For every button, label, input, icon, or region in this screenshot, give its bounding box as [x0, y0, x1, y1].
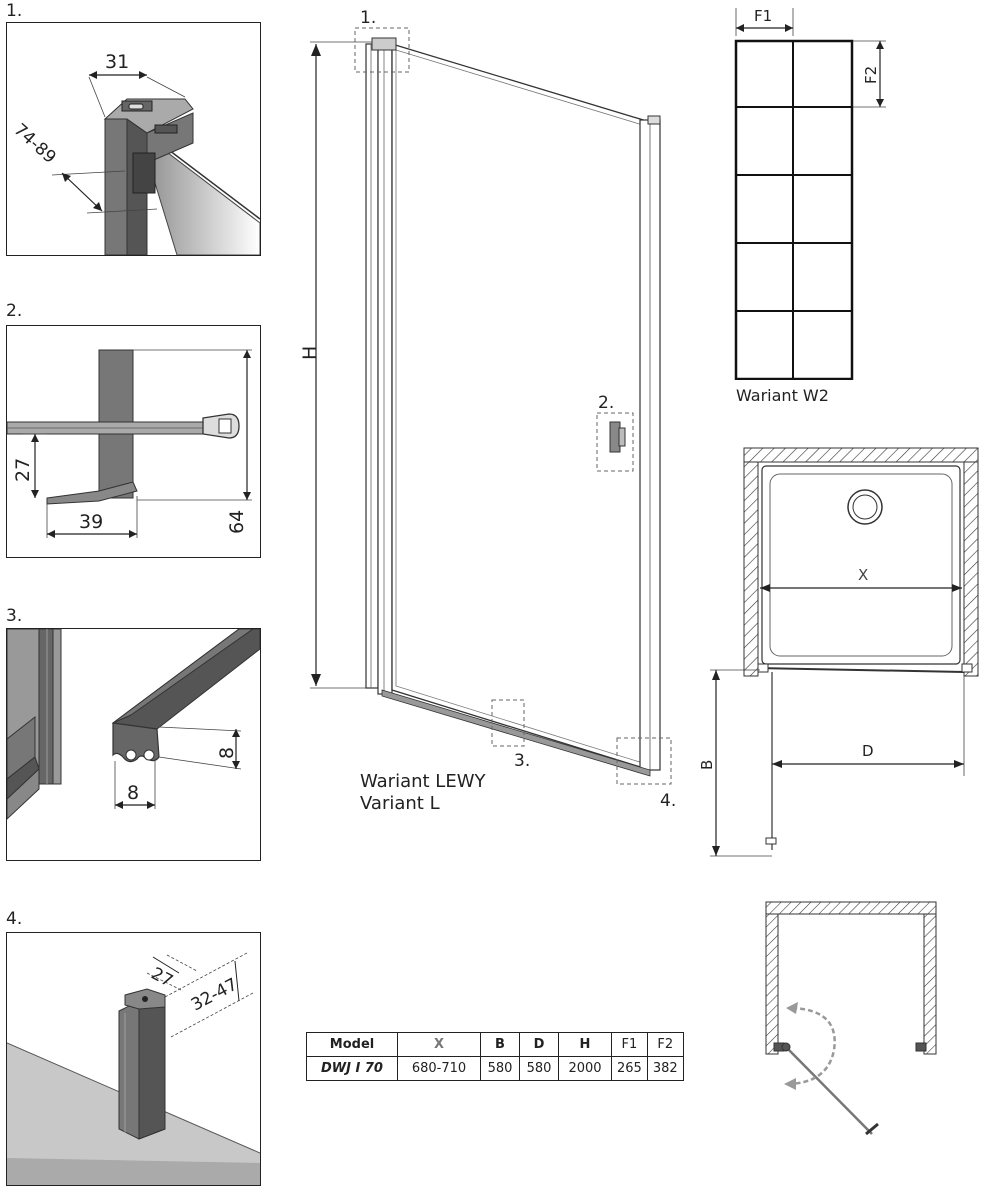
cell-model: DWJ I 70	[306, 1056, 398, 1081]
detail-1-panel: 31 74-89	[6, 22, 261, 256]
header-b: B	[480, 1032, 520, 1057]
f2-label: F2	[862, 66, 880, 84]
detail-1-dim-width: 31	[105, 51, 129, 73]
detail-2-dim-width: 39	[79, 511, 103, 533]
door-main-view: H 1. 2. 3. 4.	[299, 8, 676, 811]
callout-1: 1.	[360, 8, 376, 28]
f1-label: F1	[754, 7, 772, 25]
panel-pattern-w2: F1 F2	[734, 7, 886, 380]
header-model: Model	[306, 1032, 398, 1057]
detail-1-dim-range: 74-89	[10, 120, 60, 168]
door-height-label: H	[299, 346, 321, 360]
detail-4-panel: 27 32-47	[6, 932, 261, 1186]
d-label: D	[862, 742, 874, 760]
detail-1-drawing: 31 74-89	[10, 51, 260, 255]
header-h: H	[558, 1032, 612, 1057]
detail-3-drawing: 8 8	[7, 629, 260, 820]
spec-table-header-row: Model X B D H F1 F2	[306, 1032, 684, 1057]
opening-schematic	[765, 901, 937, 1136]
plan-view: X B D	[700, 447, 979, 857]
detail-2-dim-total: 64	[226, 510, 248, 534]
detail-3-dim-height: 8	[216, 747, 238, 759]
variant-line-1: Wariant LEWY	[360, 771, 486, 792]
detail-1-label: 1.	[6, 1, 23, 21]
cell-f1: 265	[611, 1056, 648, 1081]
header-f1: F1	[611, 1032, 648, 1057]
b-label: B	[700, 760, 716, 770]
callout-4: 4.	[660, 791, 676, 811]
header-x: X	[397, 1032, 481, 1057]
detail-2-panel: 64 27 39	[6, 325, 261, 558]
x-label: X	[858, 566, 868, 584]
variant-caption: Wariant LEWY Variant L	[360, 771, 486, 815]
detail-4-label: 4.	[6, 909, 23, 929]
detail-2-label: 2.	[6, 301, 23, 321]
cell-x: 680-710	[397, 1056, 481, 1081]
cell-f2: 382	[646, 1056, 684, 1081]
variant-line-2: Variant L	[360, 793, 440, 814]
detail-4-dim-depth: 27	[148, 964, 176, 992]
cell-h: 2000	[558, 1056, 612, 1081]
callout-3: 3.	[514, 751, 530, 771]
pattern-caption: Wariant W2	[736, 386, 829, 405]
cell-d: 580	[519, 1056, 559, 1081]
detail-4-drawing: 27 32-47	[7, 952, 260, 1185]
header-d: D	[519, 1032, 559, 1057]
detail-4-dim-range: 32-47	[188, 975, 241, 1016]
table-row: DWJ I 70 680-710 580 580 2000 265 382	[306, 1056, 684, 1081]
spec-table: Model X B D H F1 F2 DWJ I 70 680-710 580…	[306, 1032, 684, 1081]
callout-2: 2.	[598, 393, 614, 413]
detail-3-label: 3.	[6, 606, 23, 626]
cell-b: 580	[480, 1056, 520, 1081]
detail-2-drawing: 64 27 39	[7, 349, 252, 538]
detail-3-dim-width: 8	[127, 782, 139, 804]
detail-3-panel: 8 8	[6, 628, 261, 861]
header-f2: F2	[646, 1032, 684, 1057]
detail-2-dim-height: 27	[12, 458, 34, 482]
